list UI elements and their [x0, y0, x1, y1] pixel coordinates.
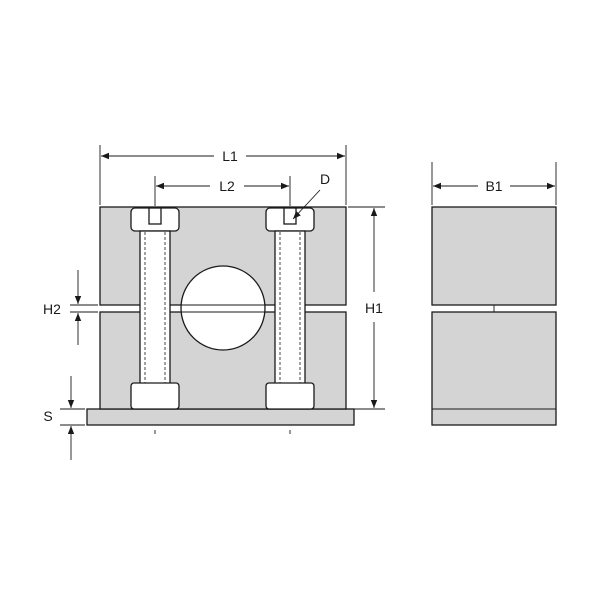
- label-l1: L1: [222, 148, 238, 164]
- right-bolt-nut: [265, 382, 315, 410]
- dimension-d: D: [292, 171, 330, 220]
- dimension-h2: H2: [43, 270, 98, 345]
- right-bolt: [265, 207, 315, 434]
- dimension-h1: H1: [348, 206, 385, 410]
- side-upper-half: [431, 206, 557, 306]
- dimension-l1: L1: [99, 145, 347, 205]
- left-bolt-nut: [130, 382, 180, 410]
- left-bolt-slot: [148, 207, 162, 225]
- dimension-l2: L2: [154, 176, 291, 206]
- label-h2: H2: [43, 301, 61, 317]
- label-l2: L2: [219, 178, 235, 194]
- front-view: L1 L2 D H1 H2: [43, 145, 385, 460]
- base-plate: [86, 408, 355, 426]
- left-bolt-shank: [139, 230, 171, 408]
- right-bolt-shank: [274, 230, 306, 408]
- label-d: D: [320, 171, 330, 187]
- side-view: B1: [431, 162, 557, 426]
- dimension-s: S: [43, 376, 85, 460]
- label-b1: B1: [485, 178, 502, 194]
- dimension-b1: B1: [431, 162, 557, 205]
- left-bolt: [130, 207, 180, 434]
- label-s: S: [43, 408, 52, 424]
- label-h1: H1: [365, 300, 383, 316]
- side-lower-half: [431, 311, 557, 426]
- right-bolt-slot: [283, 207, 297, 225]
- pipe-bore: [180, 265, 266, 351]
